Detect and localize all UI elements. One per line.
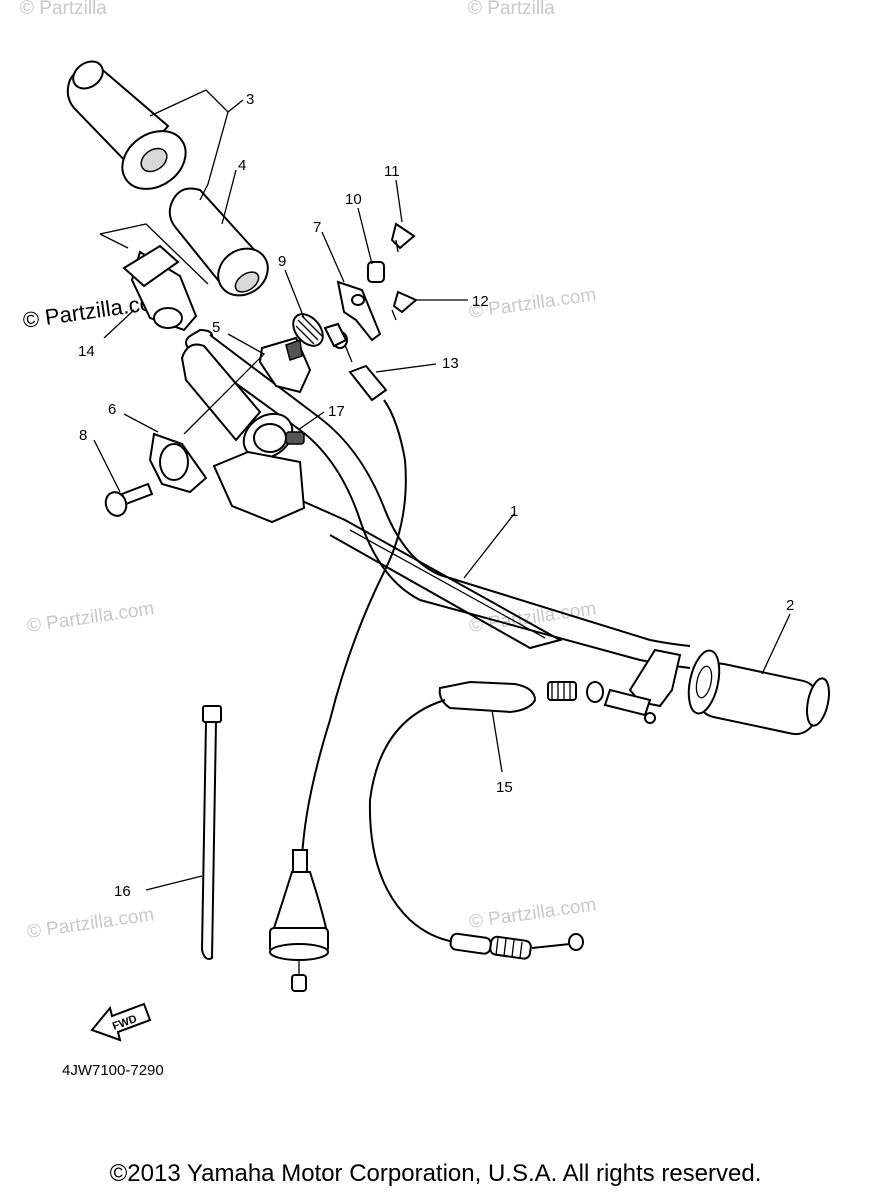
watermark: © Partzilla bbox=[468, 0, 555, 19]
watermark: © Partzilla.com bbox=[468, 894, 598, 933]
callout-3: 3 bbox=[246, 91, 254, 108]
callout-7: 7 bbox=[313, 219, 321, 236]
leader-lines bbox=[93, 89, 791, 891]
screw-lower bbox=[391, 290, 418, 321]
throttle-cable bbox=[301, 322, 407, 859]
callout-6: 6 bbox=[108, 401, 116, 418]
screw-upper bbox=[390, 222, 416, 253]
bracket-plate bbox=[212, 450, 306, 524]
clutch-cable bbox=[368, 680, 584, 960]
callout-5: 5 bbox=[212, 319, 220, 336]
nut bbox=[367, 261, 385, 283]
callout-1: 1 bbox=[510, 503, 518, 520]
callout-11: 11 bbox=[384, 163, 400, 180]
spring bbox=[292, 313, 324, 347]
callout-10: 10 bbox=[345, 191, 362, 208]
callout-9: 9 bbox=[278, 253, 286, 270]
throttle-housing-upper bbox=[122, 244, 198, 332]
diagram-code: 4JW7100-7290 bbox=[62, 1062, 164, 1079]
cable-tie bbox=[200, 705, 222, 960]
watermark: © Partzilla.com bbox=[26, 904, 156, 943]
callout-13: 13 bbox=[442, 355, 459, 372]
copyright-notice: ©2013 Yamaha Motor Corporation, U.S.A. A… bbox=[109, 1160, 762, 1187]
clutch-lever-assembly bbox=[547, 648, 682, 724]
bolt bbox=[104, 482, 154, 517]
throttle-tube bbox=[168, 187, 269, 297]
left-grip bbox=[66, 60, 187, 190]
callout-12: 12 bbox=[472, 293, 489, 310]
callout-2: 2 bbox=[786, 597, 794, 614]
cable-boot bbox=[269, 849, 329, 992]
callout-16: 16 bbox=[114, 883, 131, 900]
cable-cover bbox=[336, 280, 382, 342]
right-grip bbox=[687, 649, 830, 736]
fwd-arrow-icon: FWD bbox=[90, 1002, 152, 1042]
clamp bbox=[148, 432, 208, 494]
callout-4: 4 bbox=[238, 157, 246, 174]
callout-15: 15 bbox=[496, 779, 513, 796]
throttle-housing-lower bbox=[258, 336, 312, 394]
callout-numbers: 1 2 3 4 5 6 7 8 9 10 11 12 13 14 15 16 1… bbox=[78, 91, 794, 900]
collar bbox=[253, 423, 305, 453]
callout-14: 14 bbox=[78, 343, 95, 360]
watermark: © Partzilla bbox=[20, 0, 107, 19]
watermark: © Partzilla.com bbox=[26, 598, 156, 637]
callout-8: 8 bbox=[79, 427, 87, 444]
callout-17: 17 bbox=[328, 403, 345, 420]
